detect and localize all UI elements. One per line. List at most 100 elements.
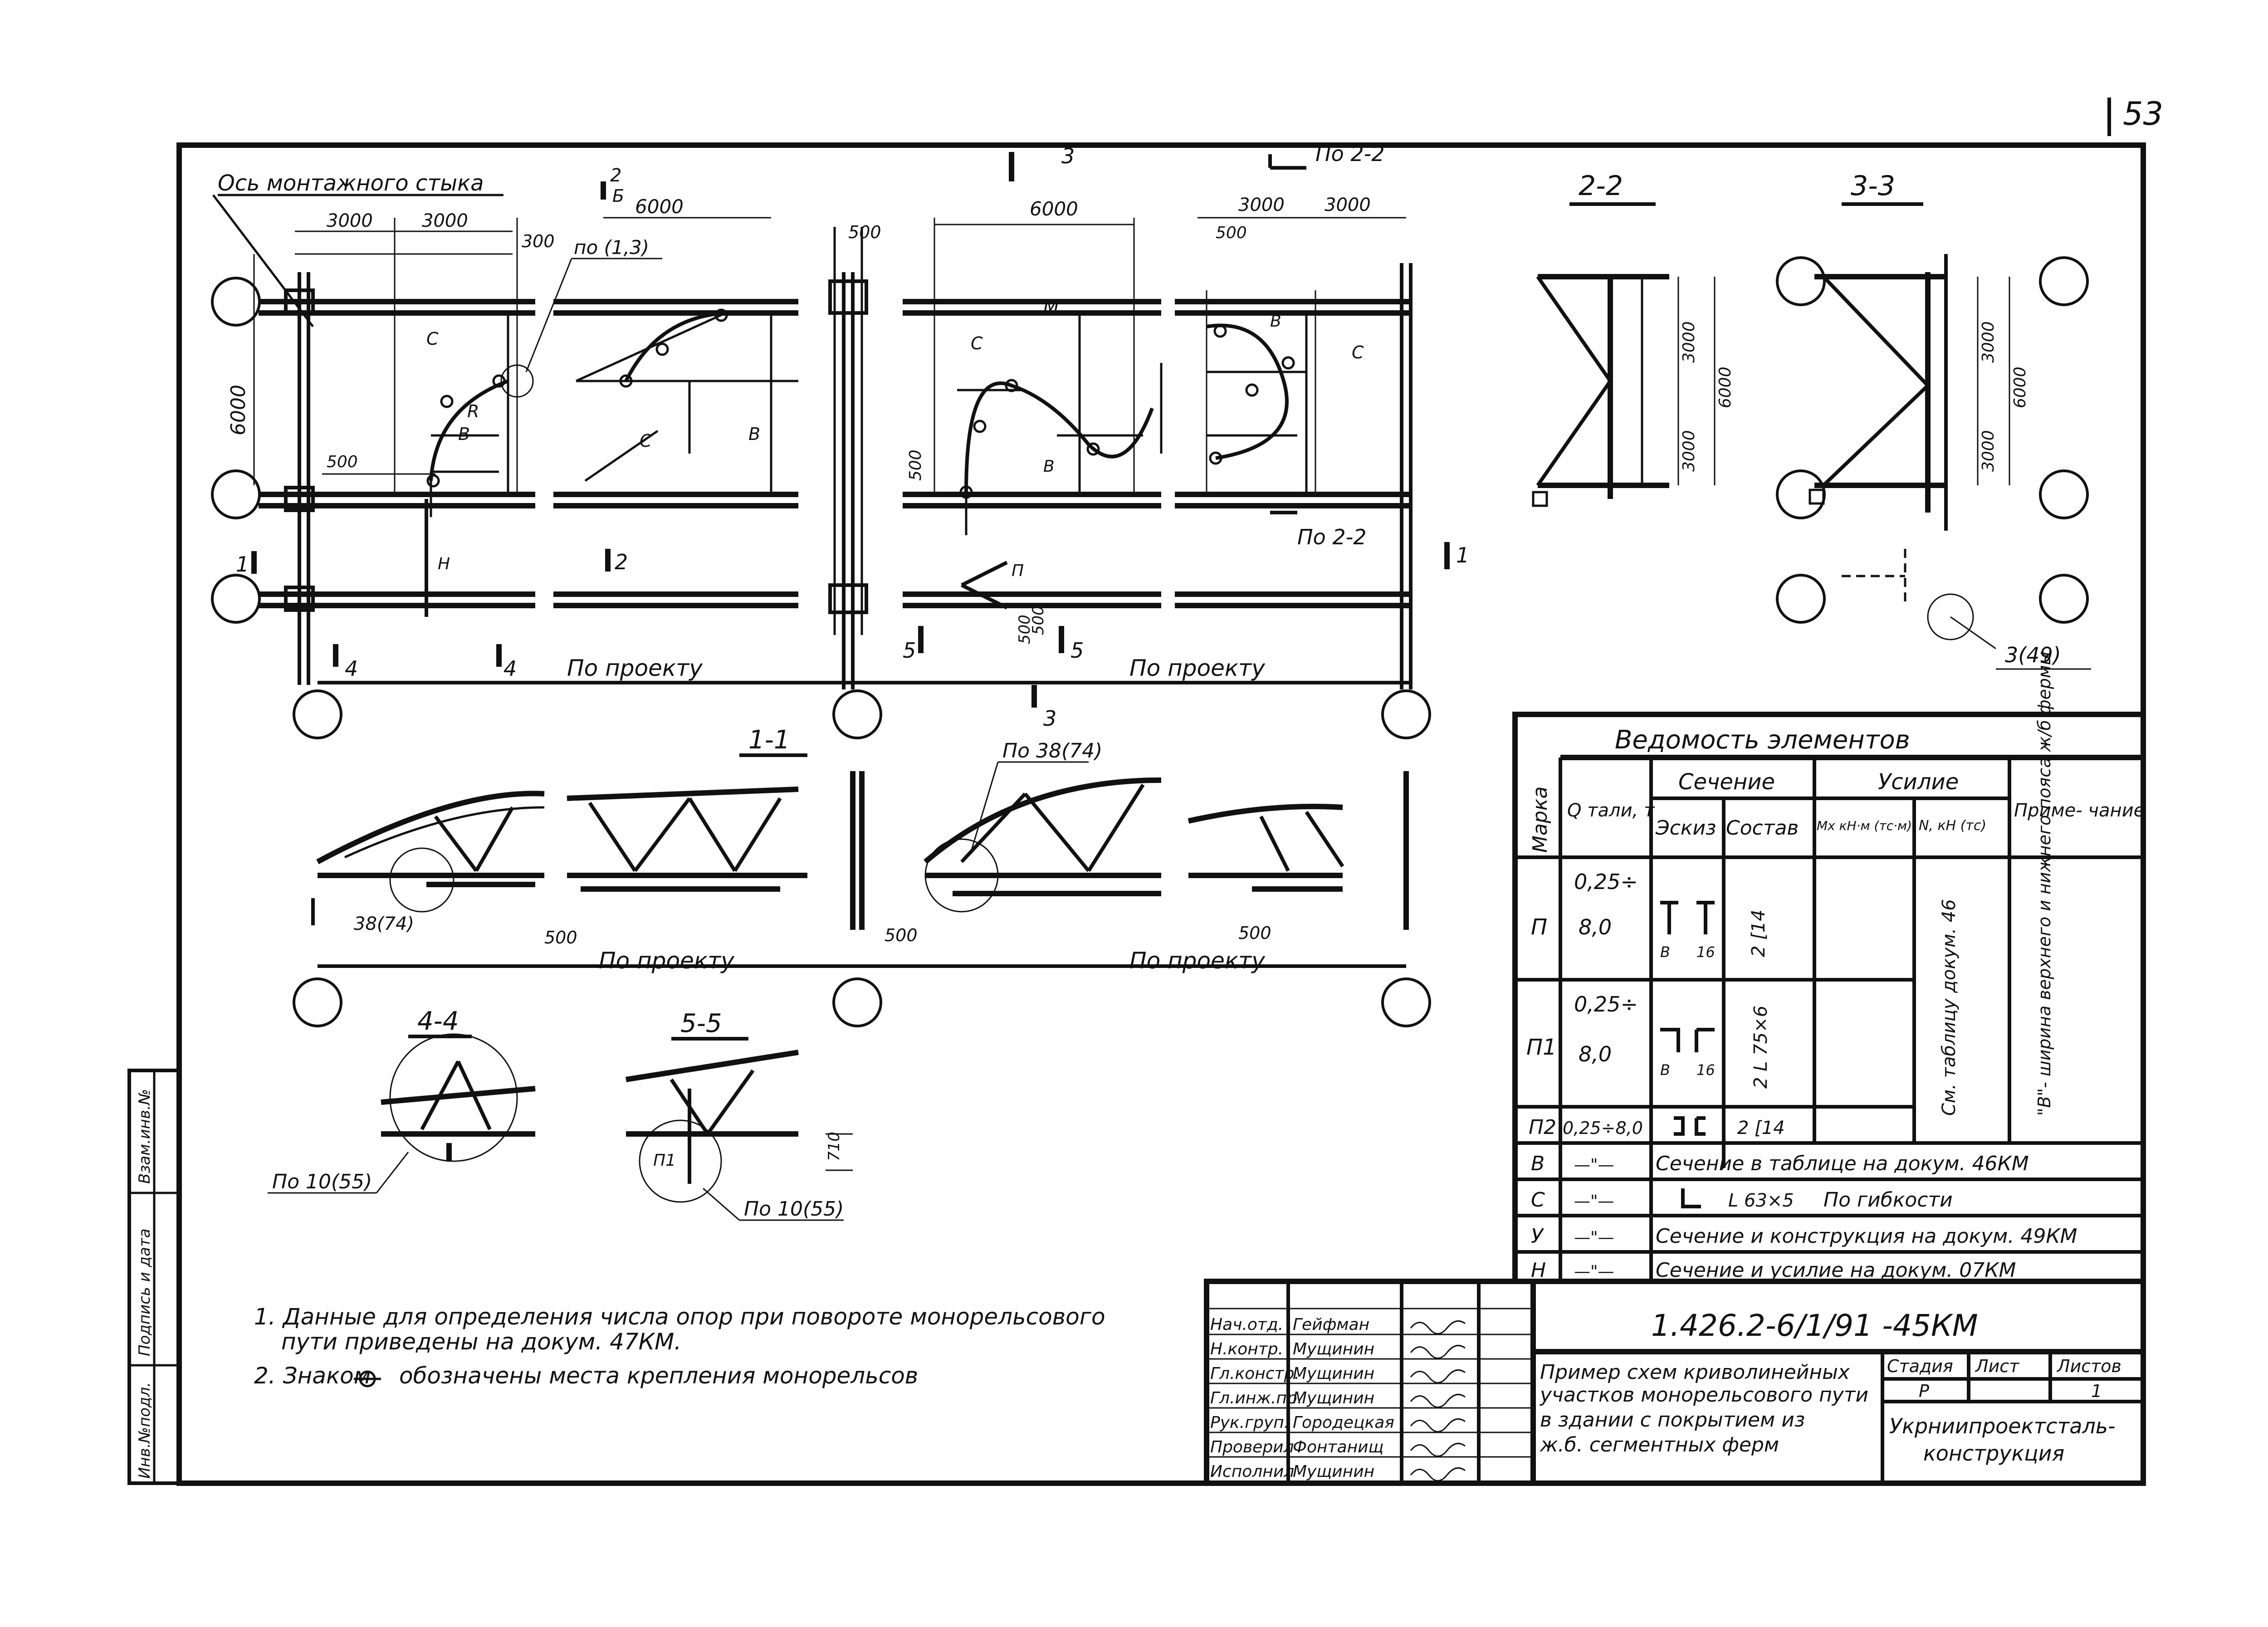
org-name: конструкция: [1923, 1441, 2064, 1466]
row-q: —"—: [1574, 1228, 1614, 1247]
grid-bubble: [2039, 256, 2089, 306]
member-letter: В: [748, 424, 760, 444]
cut-mark-3: 3: [1061, 144, 1075, 168]
row-q: 0,25÷: [1574, 870, 1638, 894]
row-sostav: 2 [14: [1748, 909, 1769, 957]
ref-po-2-2: По 2-2: [1297, 525, 1367, 549]
staff-name: Мущинин: [1293, 1389, 1374, 1407]
member-letter: С: [426, 329, 439, 349]
section-title: 4-4: [417, 1006, 459, 1036]
staff-name: Мущинин: [1293, 1462, 1374, 1481]
grid-bubble: [211, 469, 261, 519]
dim-500: 500: [1016, 615, 1034, 644]
cut-mark-2: 2: [610, 165, 621, 186]
staff-name: Гейфман: [1293, 1315, 1369, 1334]
row-sostav: 2 L 75×6: [1750, 1006, 1771, 1089]
ref-po-proektu: По проекту: [1129, 655, 1266, 681]
plan-column-node: [828, 227, 868, 635]
staff-role: Гл.инж.пр.: [1210, 1389, 1302, 1407]
member-letter: Б: [612, 186, 624, 206]
grid-bubble: [2039, 574, 2089, 624]
row-mark: Н: [1531, 1259, 1546, 1282]
member-letter: Н: [438, 555, 450, 573]
sheets-label: Листов: [2056, 1356, 2121, 1376]
dim-3000: 3000: [1680, 430, 1698, 472]
dim-3000: 3000: [1979, 321, 1998, 363]
note-line: 1. Данные для определения числа опор при…: [254, 1304, 1105, 1330]
staff-role: Исполнил: [1210, 1462, 1294, 1481]
header-prim: Приме- чание: [2014, 800, 2145, 821]
row-q: 0,25÷8,0: [1563, 1118, 1643, 1138]
stage-value: Р: [1919, 1381, 1929, 1401]
dim-6000: 6000: [2011, 366, 2029, 408]
section-sketch: [1660, 1028, 1715, 1052]
row-mark: В: [1531, 1152, 1545, 1175]
note-line: пути приведены на докум. 47КМ.: [281, 1329, 681, 1355]
staff-role: Гл.констр.: [1210, 1364, 1300, 1383]
dim-3000: 3000: [1979, 430, 1998, 472]
header-usilie: Усилие: [1878, 769, 1959, 795]
grid-bubble: [2039, 469, 2089, 519]
staff-role: Проверил: [1210, 1438, 1294, 1456]
row-sostav: 2 [14: [1737, 1118, 1785, 1138]
section-3-3: 3-3 3(49) 3000 3000 6000: [1809, 170, 2091, 670]
plan-bay-2: [575, 308, 798, 492]
label-p1: П1: [653, 1151, 676, 1170]
row-mark: У: [1531, 1225, 1545, 1248]
dim-500: 500: [1216, 224, 1247, 242]
row-mark: С: [1531, 1188, 1545, 1212]
signature-scribble: [1410, 1369, 1466, 1383]
member-letter: С: [971, 333, 983, 353]
title-line: в здании с покрытием из: [1540, 1408, 1805, 1432]
cut-mark-3: 3: [1043, 706, 1056, 731]
dim-6000: 6000: [635, 195, 684, 218]
dim-6000: 6000: [227, 385, 250, 435]
dim-500: 500: [327, 453, 358, 471]
dim-710: 710: [825, 1132, 843, 1161]
sketch-b: В: [1660, 1061, 1670, 1079]
ref-38-74: 38(74): [354, 914, 414, 934]
ref-po-proektu: По проекту: [599, 948, 735, 974]
stamp-vzam: Взам.инв.№: [136, 1089, 154, 1184]
row-mark: П: [1531, 914, 1547, 940]
member-letter: В: [458, 424, 470, 444]
ref-po-2-2: По 2-2: [1315, 142, 1385, 166]
row-q: 8,0: [1579, 1042, 1612, 1066]
grid-bubble: [211, 574, 261, 624]
side-stamp: Инв.№подл. Подпись и дата Взам.инв.№: [127, 1069, 181, 1485]
staff-name: Фонтанищ: [1293, 1438, 1383, 1456]
stamp-inv-podl: Инв.№подл.: [136, 1382, 154, 1479]
staff-role: Рук.груп.: [1210, 1413, 1289, 1432]
dim-3000: 3000: [1325, 195, 1371, 215]
member-letter: С: [640, 431, 652, 451]
staff-name: Мущинин: [1293, 1364, 1374, 1383]
cut-mark-1: 1: [1456, 543, 1469, 567]
header-q: Q тали, т: [1567, 800, 1655, 821]
dim-6000: 6000: [1716, 366, 1735, 408]
grid-bubble: [211, 277, 261, 327]
header-eskiz: Эскиз: [1655, 816, 1716, 840]
note-line: обозначены места крепления монорельсов: [399, 1363, 918, 1389]
section-title: 1-1: [748, 725, 790, 755]
staff-role: Нач.отд.: [1210, 1315, 1283, 1334]
staff-name: Городецкая: [1293, 1413, 1394, 1432]
grid-bubble: [1776, 256, 1826, 306]
grid-bubble: [1381, 689, 1431, 739]
dim-6000: 6000: [1030, 198, 1078, 220]
dim-3000: 3000: [327, 210, 373, 231]
section-title: 2-2: [1579, 170, 1623, 202]
signature-scribble: [1410, 1320, 1466, 1334]
dim-500: 500: [544, 928, 577, 948]
row-q: 8,0: [1579, 915, 1612, 939]
row-text: Сечение и конструкция на докум. 49КМ: [1656, 1225, 2077, 1248]
org-name: Укрниипроектсталь-: [1889, 1414, 2116, 1438]
title-line: ж.б. сегментных ферм: [1540, 1433, 1779, 1456]
member-letter: В: [1043, 457, 1055, 476]
dim-500: 500: [1238, 923, 1271, 943]
section-sketch: [1674, 1116, 1706, 1136]
grid-bubble: [1381, 977, 1431, 1027]
sheet-number: 53: [2123, 95, 2163, 132]
cut-mark-2: 2: [615, 550, 628, 574]
row-text: По гибкости: [1823, 1188, 1953, 1212]
title-line: участков монорельсового пути: [1539, 1383, 1868, 1407]
